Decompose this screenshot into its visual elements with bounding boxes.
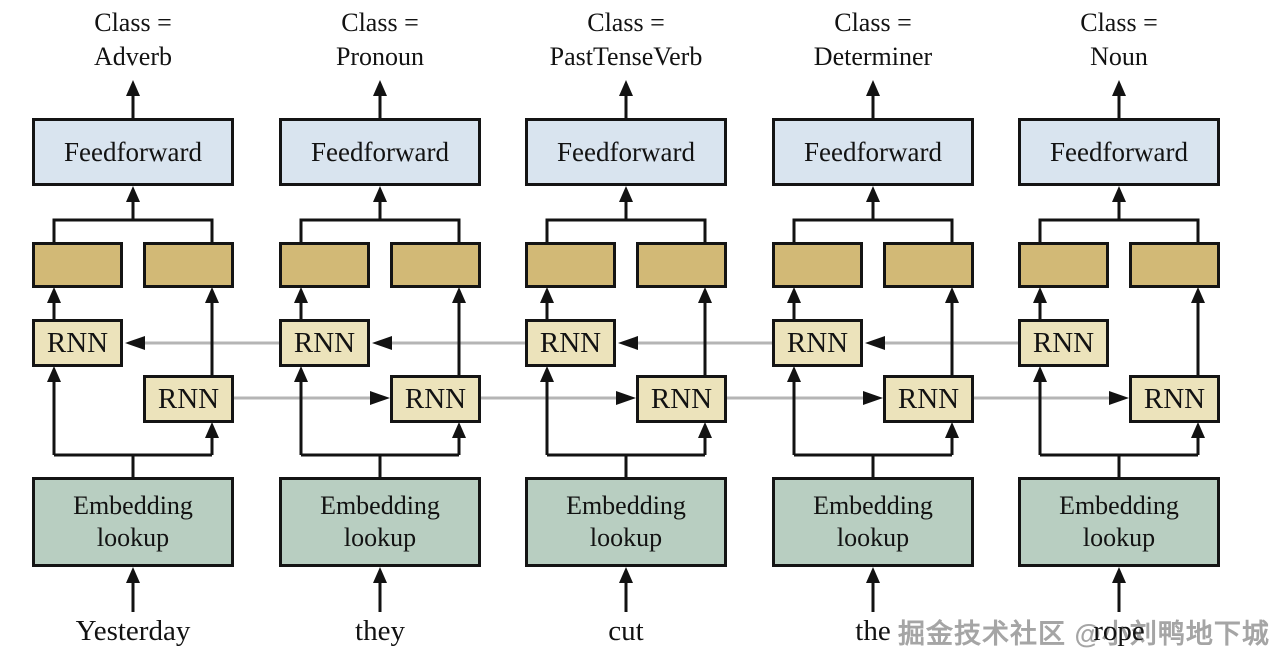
rnn-backward-box: RNN (32, 319, 123, 367)
rnn-backward-box: RNN (772, 319, 863, 367)
column-they: Class = Pronoun Feedforward RNN RNN Embe… (279, 0, 481, 666)
feedforward-box: Feedforward (1018, 118, 1220, 186)
forward-hidden-state-box (1129, 242, 1220, 288)
backward-hidden-state-box (32, 242, 123, 288)
backward-hidden-state-box (1018, 242, 1109, 288)
rnn-forward-box: RNN (1129, 375, 1220, 423)
class-label: Class = PastTenseVerb (549, 8, 703, 71)
rnn-forward-box: RNN (143, 375, 234, 423)
feedforward-box: Feedforward (279, 118, 481, 186)
input-word: rope (1093, 615, 1145, 647)
rnn-backward-box: RNN (1018, 319, 1109, 367)
watermark-text: 掘金技术社区 @小刘鸭地下城 (898, 619, 1270, 649)
forward-hidden-state-box (143, 242, 234, 288)
column-yesterday: Class = Adverb Feedforward RNN RNN Embed… (32, 0, 234, 666)
rnn-forward-box: RNN (636, 375, 727, 423)
embedding-lookup-box: Embedding lookup (772, 477, 974, 567)
feedforward-box: Feedforward (32, 118, 234, 186)
column-rope: Class = Noun Feedforward RNN RNN Embeddi… (1018, 0, 1220, 666)
column-the: Class = Determiner Feedforward RNN RNN E… (772, 0, 974, 666)
embedding-lookup-box: Embedding lookup (279, 477, 481, 567)
backward-hidden-state-box (525, 242, 616, 288)
rnn-backward-box: RNN (279, 319, 370, 367)
input-word: cut (608, 615, 644, 647)
input-word: they (355, 615, 405, 647)
forward-hidden-state-box (636, 242, 727, 288)
column-cut: Class = PastTenseVerb Feedforward RNN RN… (525, 0, 727, 666)
embedding-lookup-box: Embedding lookup (32, 477, 234, 567)
class-label: Class = Noun (1080, 8, 1158, 71)
feedforward-box: Feedforward (525, 118, 727, 186)
class-label: Class = Pronoun (335, 8, 425, 71)
embedding-lookup-box: Embedding lookup (525, 477, 727, 567)
backward-hidden-state-box (772, 242, 863, 288)
rnn-backward-box: RNN (525, 319, 616, 367)
class-label: Class = Determiner (813, 8, 933, 71)
rnn-forward-box: RNN (390, 375, 481, 423)
forward-hidden-state-box (883, 242, 974, 288)
feedforward-box: Feedforward (772, 118, 974, 186)
backward-hidden-state-box (279, 242, 370, 288)
input-word: the (855, 615, 891, 647)
input-word: Yesterday (75, 615, 191, 647)
class-label: Class = Adverb (94, 8, 172, 71)
rnn-forward-box: RNN (883, 375, 974, 423)
embedding-lookup-box: Embedding lookup (1018, 477, 1220, 567)
forward-hidden-state-box (390, 242, 481, 288)
